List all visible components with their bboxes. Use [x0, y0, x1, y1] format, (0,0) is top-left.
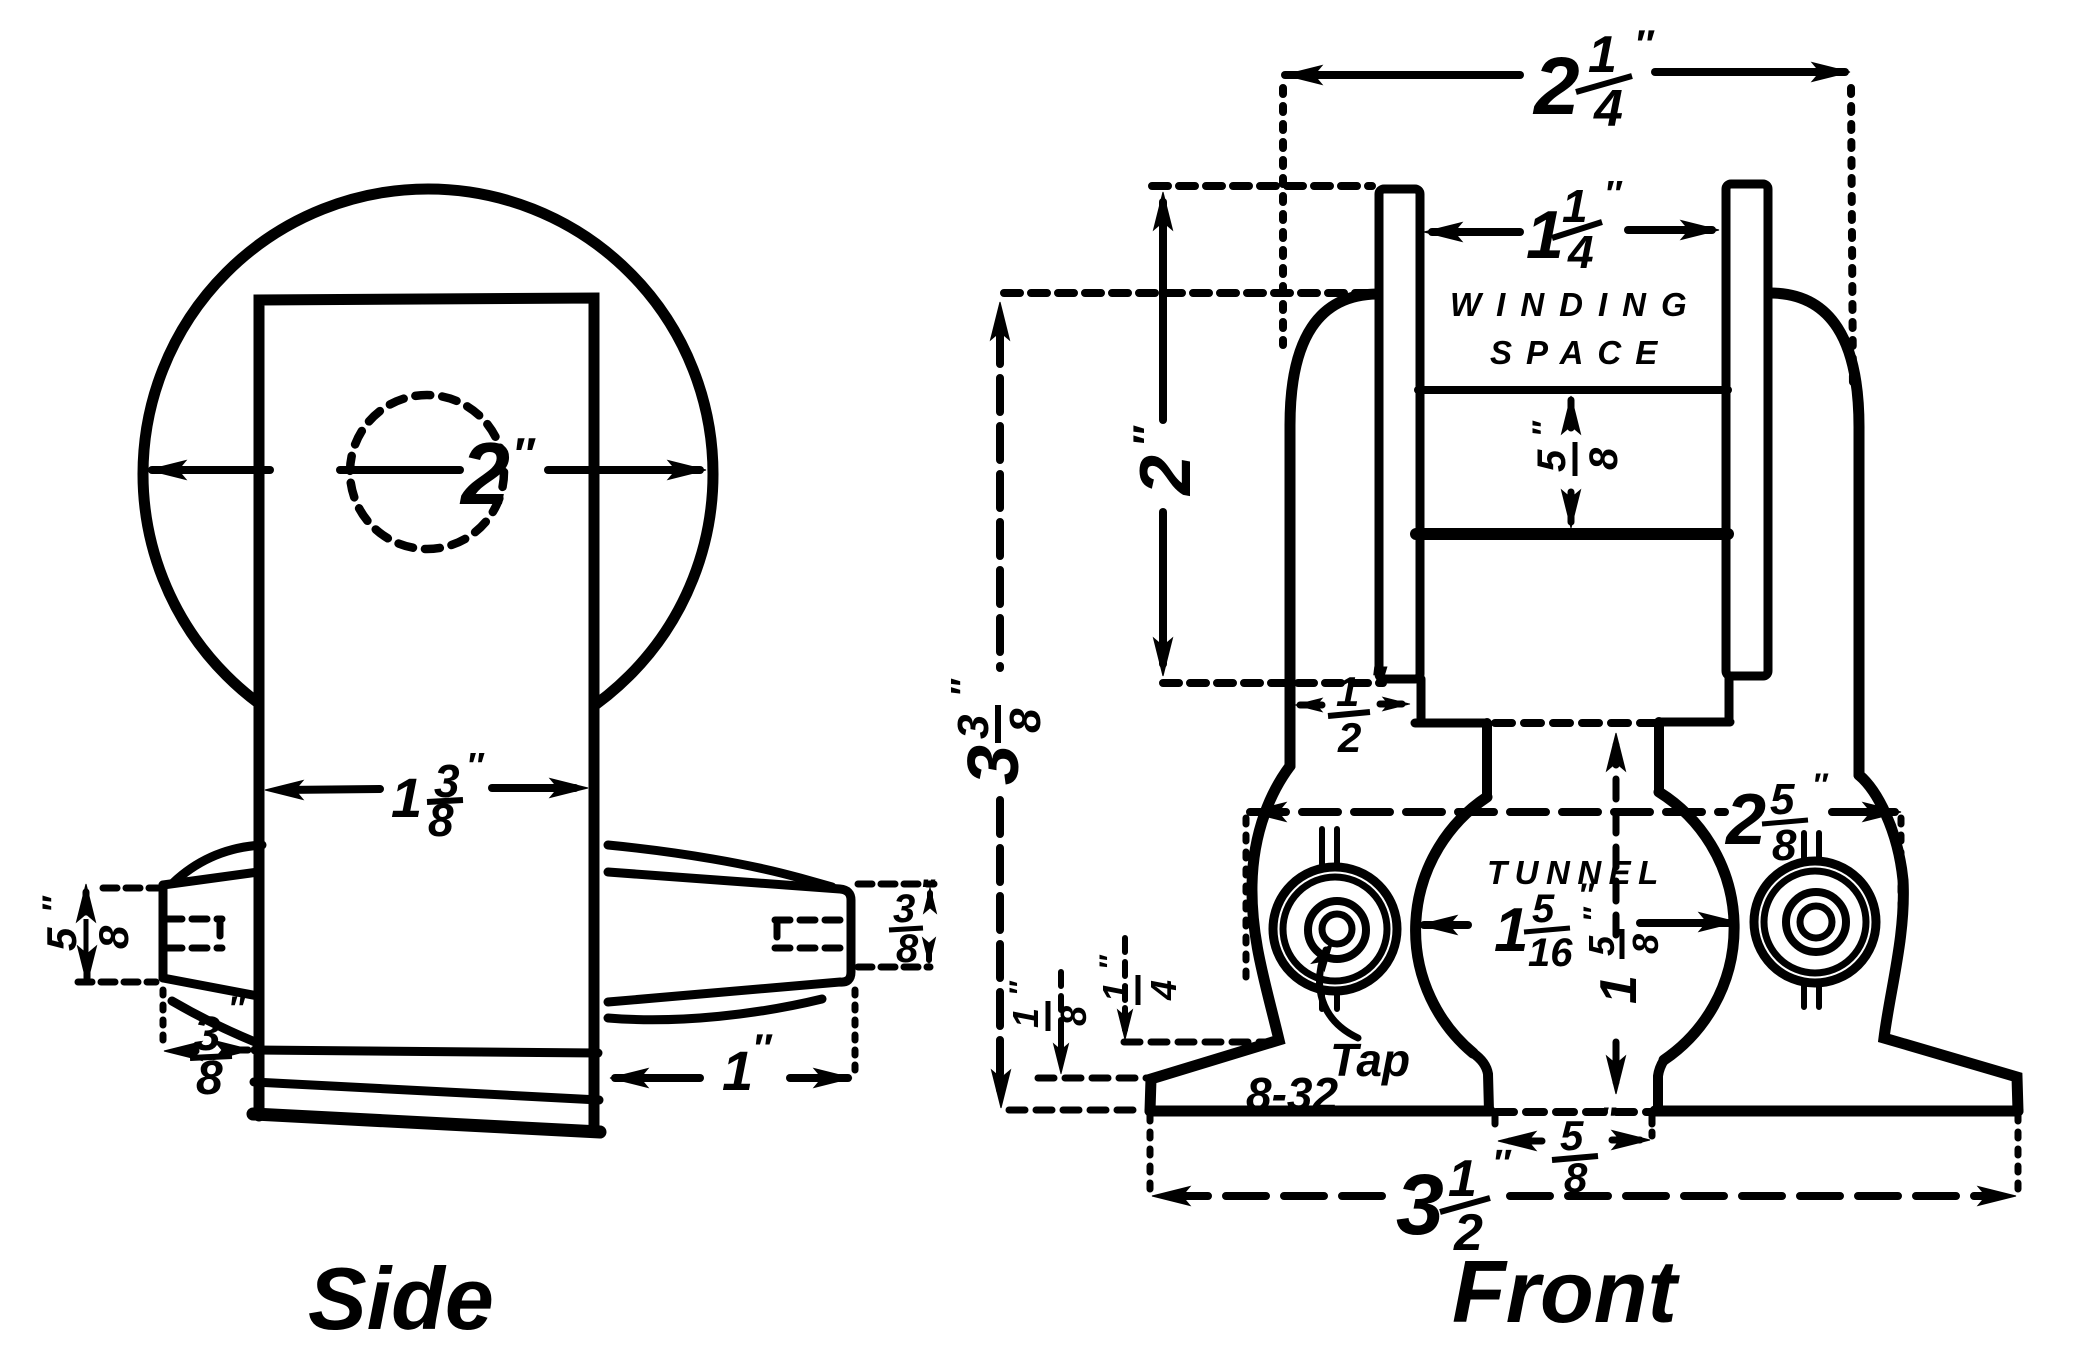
svg-text:5: 5	[1532, 887, 1555, 931]
svg-text:Front: Front	[1452, 1242, 1681, 1341]
svg-text:8: 8	[90, 925, 137, 949]
svg-text:″: ″	[920, 874, 936, 907]
svg-text:3: 3	[949, 715, 998, 739]
svg-text:TUNNEL: TUNNEL	[1487, 854, 1666, 891]
svg-text:1: 1	[391, 766, 422, 829]
svg-text:SPACE: SPACE	[1490, 334, 1671, 371]
svg-text:″: ″	[1526, 420, 1562, 437]
svg-text:″: ″	[1600, 1101, 1617, 1137]
svg-text:3: 3	[954, 745, 1034, 785]
svg-text:2: 2	[459, 424, 510, 523]
svg-text:8: 8	[1564, 1154, 1588, 1201]
svg-text:4: 4	[1143, 980, 1184, 1001]
svg-text:8: 8	[896, 927, 919, 971]
svg-text:16: 16	[1528, 931, 1573, 975]
svg-text:″: ″	[1578, 906, 1611, 922]
svg-text:″: ″	[1812, 767, 1829, 803]
svg-text:Side: Side	[308, 1249, 494, 1348]
svg-text:3: 3	[1396, 1157, 1444, 1253]
svg-text:2: 2	[1126, 455, 1206, 497]
svg-text:5: 5	[38, 927, 85, 951]
svg-text:5: 5	[1560, 1112, 1584, 1159]
svg-text:5: 5	[1770, 775, 1795, 824]
svg-text:8: 8	[1772, 821, 1797, 870]
svg-text:3: 3	[194, 1008, 221, 1061]
svg-text:4: 4	[1593, 80, 1623, 138]
svg-text:8: 8	[196, 1052, 223, 1105]
svg-text:Tap: Tap	[1330, 1034, 1410, 1086]
svg-text:″: ″	[1578, 877, 1595, 913]
svg-text:5: 5	[1530, 449, 1574, 472]
svg-text:8-32: 8-32	[1246, 1068, 1338, 1120]
svg-text:″: ″	[466, 745, 485, 786]
svg-text:″: ″	[228, 990, 246, 1028]
svg-text:2: 2	[1532, 41, 1580, 132]
svg-text:″: ″	[1124, 425, 1171, 447]
svg-text:2: 2	[1453, 1204, 1483, 1262]
svg-text:″: ″	[1604, 173, 1623, 214]
svg-text:1: 1	[1494, 896, 1528, 965]
svg-text:1: 1	[1562, 180, 1588, 232]
svg-text:2: 2	[1724, 780, 1766, 860]
svg-text:″: ″	[36, 895, 74, 913]
svg-text:1: 1	[1448, 1150, 1477, 1208]
svg-text:″: ″	[752, 1027, 773, 1071]
svg-text:1: 1	[1588, 26, 1617, 84]
svg-text:3: 3	[893, 887, 915, 931]
svg-text:1: 1	[1005, 1008, 1046, 1028]
svg-text:WINDING: WINDING	[1450, 286, 1702, 323]
svg-text:″: ″	[1370, 660, 1388, 698]
svg-text:1: 1	[1095, 982, 1136, 1002]
svg-text:8: 8	[1625, 934, 1666, 954]
svg-text:1: 1	[1336, 668, 1359, 715]
svg-text:5: 5	[1581, 935, 1622, 956]
svg-text:″: ″	[943, 678, 984, 697]
svg-text:″: ″	[1004, 980, 1037, 996]
svg-text:2: 2	[1337, 714, 1361, 761]
svg-text:1: 1	[722, 1039, 753, 1102]
svg-text:1: 1	[1590, 975, 1648, 1004]
svg-text:″: ″	[1634, 23, 1655, 67]
svg-text:8: 8	[1001, 708, 1050, 733]
svg-text:8: 8	[428, 794, 454, 846]
svg-text:4: 4	[1567, 226, 1594, 278]
svg-text:″: ″	[512, 428, 536, 480]
svg-text:8: 8	[1582, 447, 1626, 470]
svg-text:″: ″	[1492, 1143, 1512, 1185]
svg-text:″: ″	[1094, 954, 1127, 970]
svg-text:8: 8	[1053, 1006, 1094, 1026]
